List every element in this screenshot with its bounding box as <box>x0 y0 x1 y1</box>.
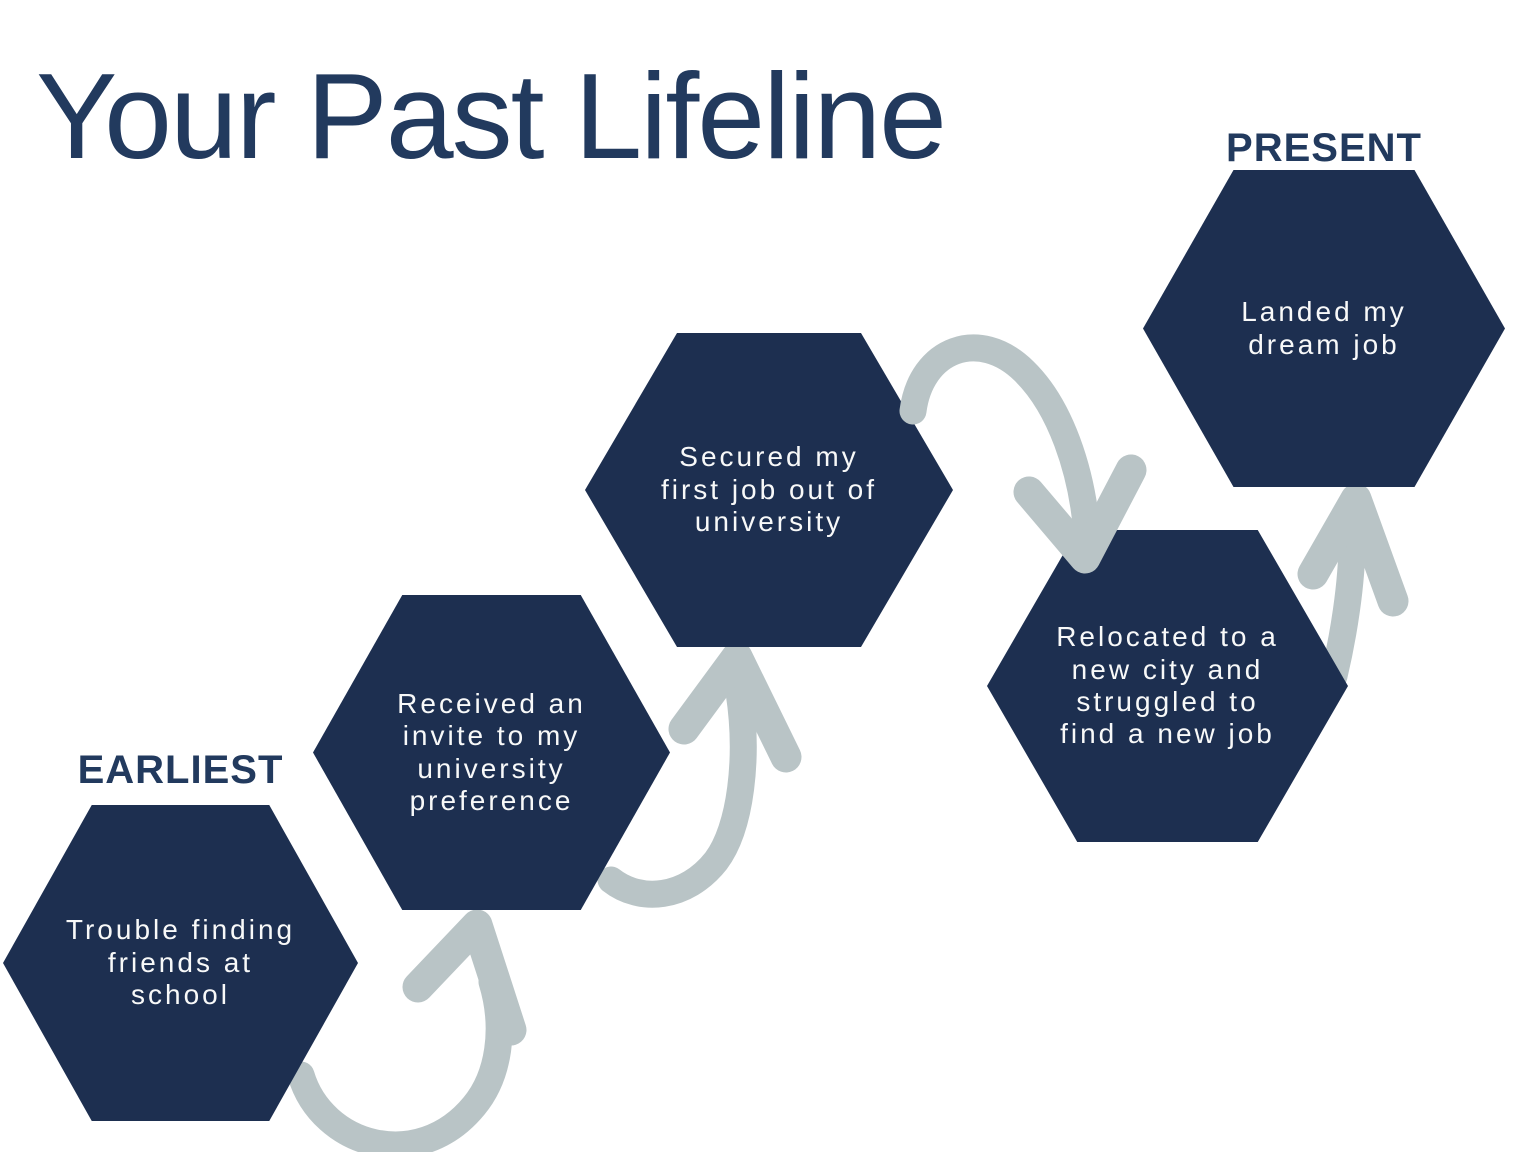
hexagon-text: Received an invite to my university pref… <box>313 595 670 910</box>
arc-arrow-icon <box>899 334 1147 574</box>
hexagon-text-line: Received an <box>397 687 586 719</box>
hexagon-text-line: Landed my <box>1241 296 1407 328</box>
hexagon-text: Secured my first job out of university <box>585 333 953 647</box>
hexagon-first-job: Secured my first job out of university <box>585 333 953 647</box>
hexagon-relocated-new-city: Relocated to a new city and struggled to… <box>987 530 1348 842</box>
hexagon-text-line: Trouble finding <box>65 914 296 946</box>
hexagon-text-line: school <box>131 979 230 1011</box>
hexagon-text-line: new city and <box>1071 653 1264 685</box>
hexagon-text-line: struggled to <box>1076 686 1259 717</box>
hexagon-text-line: invite to my <box>402 720 581 752</box>
hexagon-trouble-finding-friends: Trouble finding friends at school <box>3 805 358 1121</box>
present-label: PRESENT <box>1226 126 1422 170</box>
hexagon-text-line: university <box>417 752 566 784</box>
hexagon-text: Trouble finding friends at school <box>3 805 358 1121</box>
hexagon-text: Relocated to a new city and struggled to… <box>987 530 1348 842</box>
hexagon-university-invite: Received an invite to my university pref… <box>313 595 670 910</box>
hexagon-text-line: Relocated to a <box>1056 621 1279 653</box>
hexagon-dream-job: Landed my dream job <box>1143 170 1505 487</box>
hexagon-text-line: find a new job <box>1060 718 1275 750</box>
hexagon-text-line: university <box>694 506 844 538</box>
hexagon-text-line: friends at <box>107 946 254 978</box>
hexagon-text-line: first job out of <box>660 473 878 505</box>
hexagon-text-line: preference <box>409 784 574 816</box>
page-title: Your Past Lifeline <box>36 48 947 184</box>
earliest-label: EARLIEST <box>77 748 284 792</box>
hexagon-text-line: dream job <box>1248 328 1400 360</box>
hexagon-text: Landed my dream job <box>1143 170 1505 487</box>
hexagon-text-line: Secured my <box>679 441 859 473</box>
